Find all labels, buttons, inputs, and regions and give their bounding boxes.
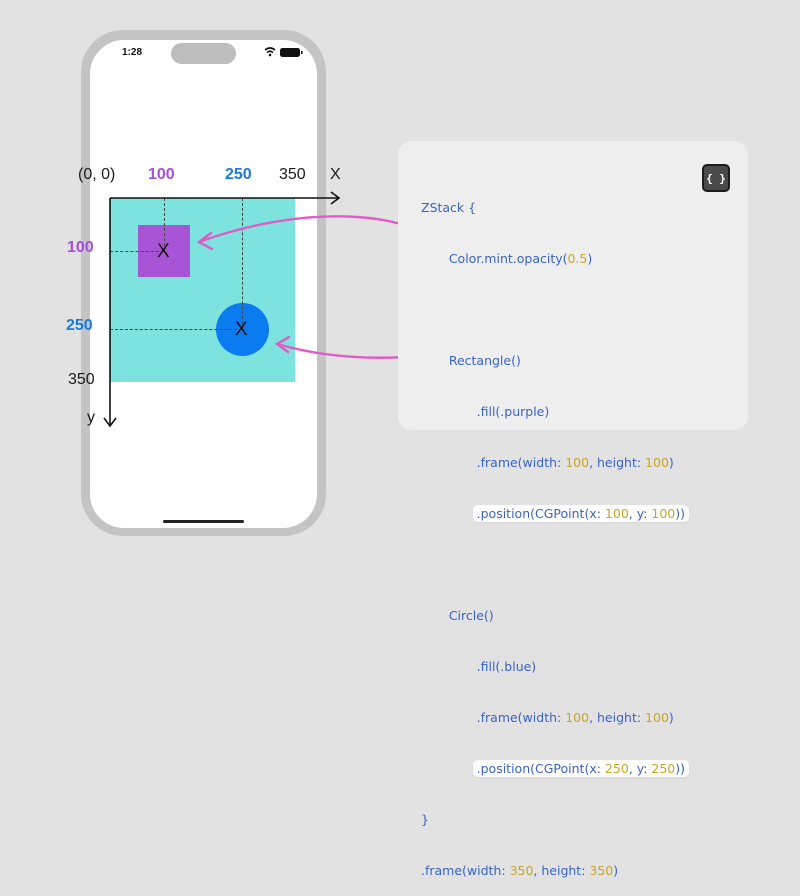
wifi-icon (264, 47, 276, 57)
battery-icon (280, 48, 303, 57)
x-tick-250: 250 (225, 166, 252, 183)
code-line (421, 301, 689, 318)
origin-label: (0, 0) (78, 166, 116, 183)
guide-y-100 (110, 251, 164, 252)
dynamic-island (171, 43, 236, 64)
status-icons (264, 47, 303, 57)
guide-y-250 (110, 329, 242, 330)
rect-center-mark: X (157, 241, 170, 262)
highlight-circle-position: .position(CGPoint(x: 250, y: 250)) (472, 760, 690, 777)
code-line: .position(CGPoint(x: 250, y: 250)) (421, 760, 690, 777)
code-line: .fill(.purple) (476, 404, 550, 419)
guide-x-250 (242, 198, 243, 329)
home-indicator (163, 520, 244, 523)
code-line: .frame(width: 100, height: 100) (476, 710, 674, 725)
code-braces-icon[interactable]: { } (702, 164, 730, 192)
y-axis (103, 198, 117, 428)
code-line: } (421, 812, 429, 827)
code-line: Color.mint.opacity(0.5) (448, 251, 593, 266)
code-snippet: ZStack { Color.mint.opacity(0.5) Rectang… (421, 165, 690, 896)
code-line: ZStack { (421, 200, 477, 215)
guide-x-100 (164, 198, 165, 251)
code-line: Rectangle() (448, 353, 521, 368)
x-axis (110, 191, 341, 205)
status-time: 1:28 (122, 47, 143, 58)
code-line: .frame(width: 350, height: 350) (421, 863, 619, 878)
y-tick-350: 350 (68, 371, 95, 388)
y-tick-100: 100 (67, 239, 94, 256)
x-axis-label: X (330, 166, 341, 183)
code-card (398, 141, 748, 430)
highlight-rect-position: .position(CGPoint(x: 100, y: 100)) (472, 505, 690, 522)
code-line: .frame(width: 100, height: 100) (476, 455, 674, 470)
code-line (421, 556, 689, 573)
code-line: .fill(.blue) (476, 659, 537, 674)
code-line: .position(CGPoint(x: 100, y: 100)) (421, 505, 690, 522)
code-line: Circle() (448, 608, 494, 623)
x-tick-100: 100 (148, 166, 175, 183)
circle-center-mark: X (235, 319, 248, 340)
y-axis-label: y (87, 409, 95, 426)
x-tick-350: 350 (279, 166, 306, 183)
y-tick-250: 250 (66, 317, 93, 334)
